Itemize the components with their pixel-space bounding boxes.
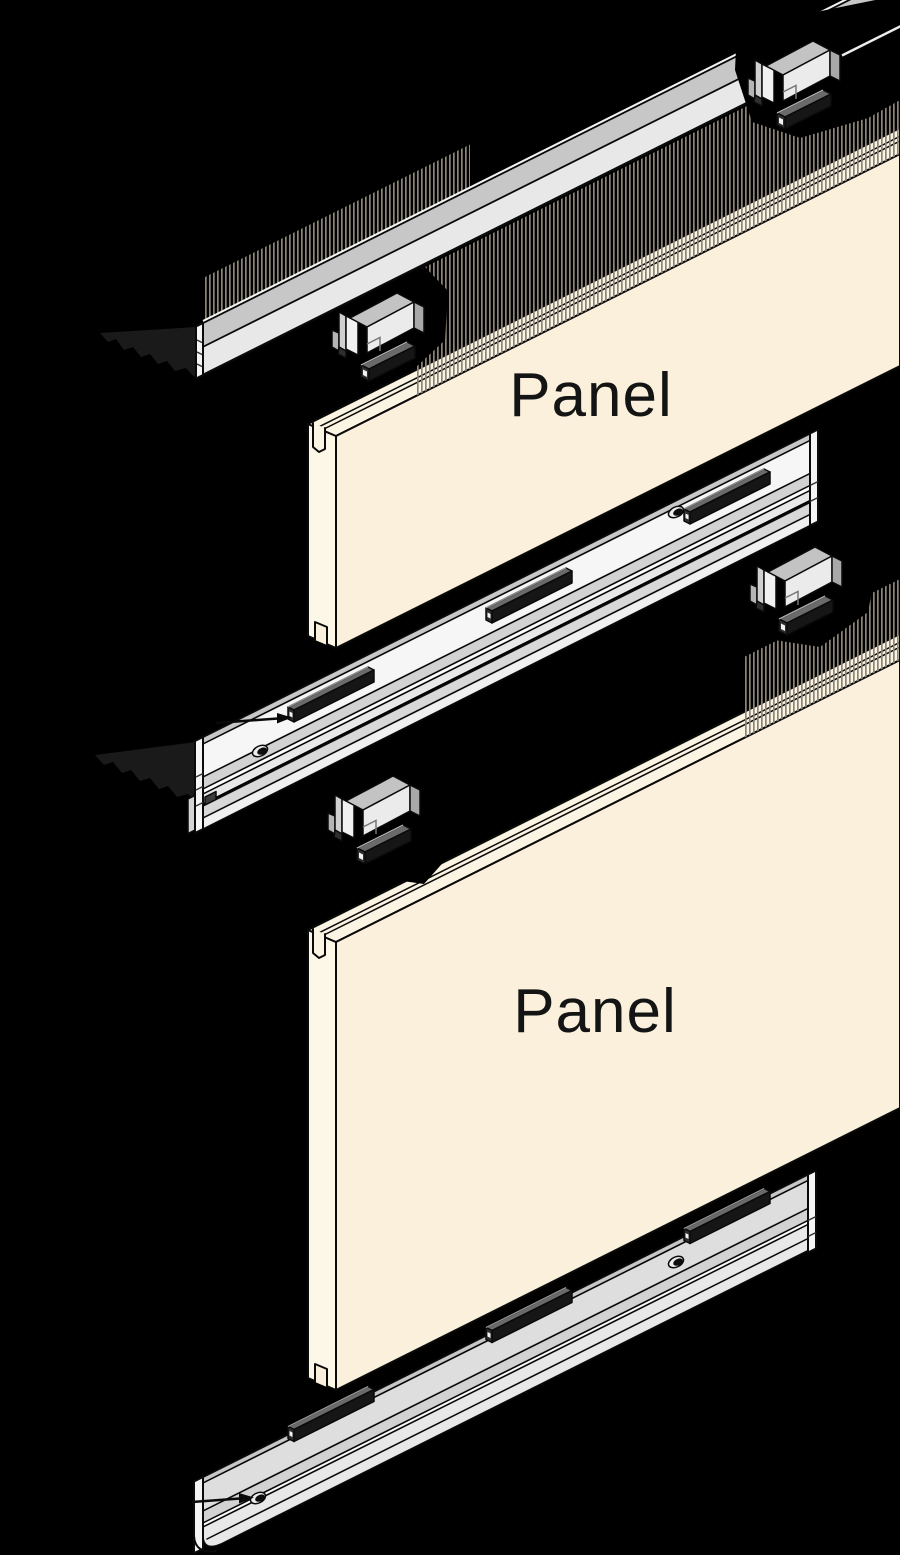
bottom-rail	[191, 1169, 817, 1554]
middle-rail-left-cut-end	[194, 736, 204, 834]
middle-rail-clip-fragment	[204, 790, 217, 806]
top-rail	[195, 0, 900, 380]
panel-lower-bottom-groove-notch	[314, 1363, 328, 1388]
hatch-above-top-rail	[203, 144, 470, 323]
panel-lower-label: Panel	[513, 977, 677, 1046]
bottom-rail-right-cut-end	[807, 1169, 817, 1254]
hatch-above-lower-panel	[745, 579, 900, 738]
bottom-rail-left-end	[193, 1476, 204, 1554]
arrow-icon	[215, 713, 292, 725]
middle-rail-right-cut-end	[809, 428, 819, 527]
arrow-icon	[191, 1493, 254, 1504]
top-rail-cut-end	[195, 322, 204, 380]
middle-rail	[187, 428, 819, 835]
panel-lower-face	[335, 659, 900, 1391]
panel-upper-top-groove-notch	[312, 422, 326, 453]
panel-lower-top-groove-notch	[312, 928, 326, 959]
panel-upper-side-edge	[307, 423, 337, 649]
top-rail-break-shadow	[100, 327, 196, 377]
panel-upper-label: Panel	[509, 361, 673, 430]
panel-lower-side-edge	[307, 929, 337, 1391]
panel-upper-bottom-groove-notch	[314, 621, 328, 646]
middle-rail-break-shadow	[95, 742, 196, 803]
